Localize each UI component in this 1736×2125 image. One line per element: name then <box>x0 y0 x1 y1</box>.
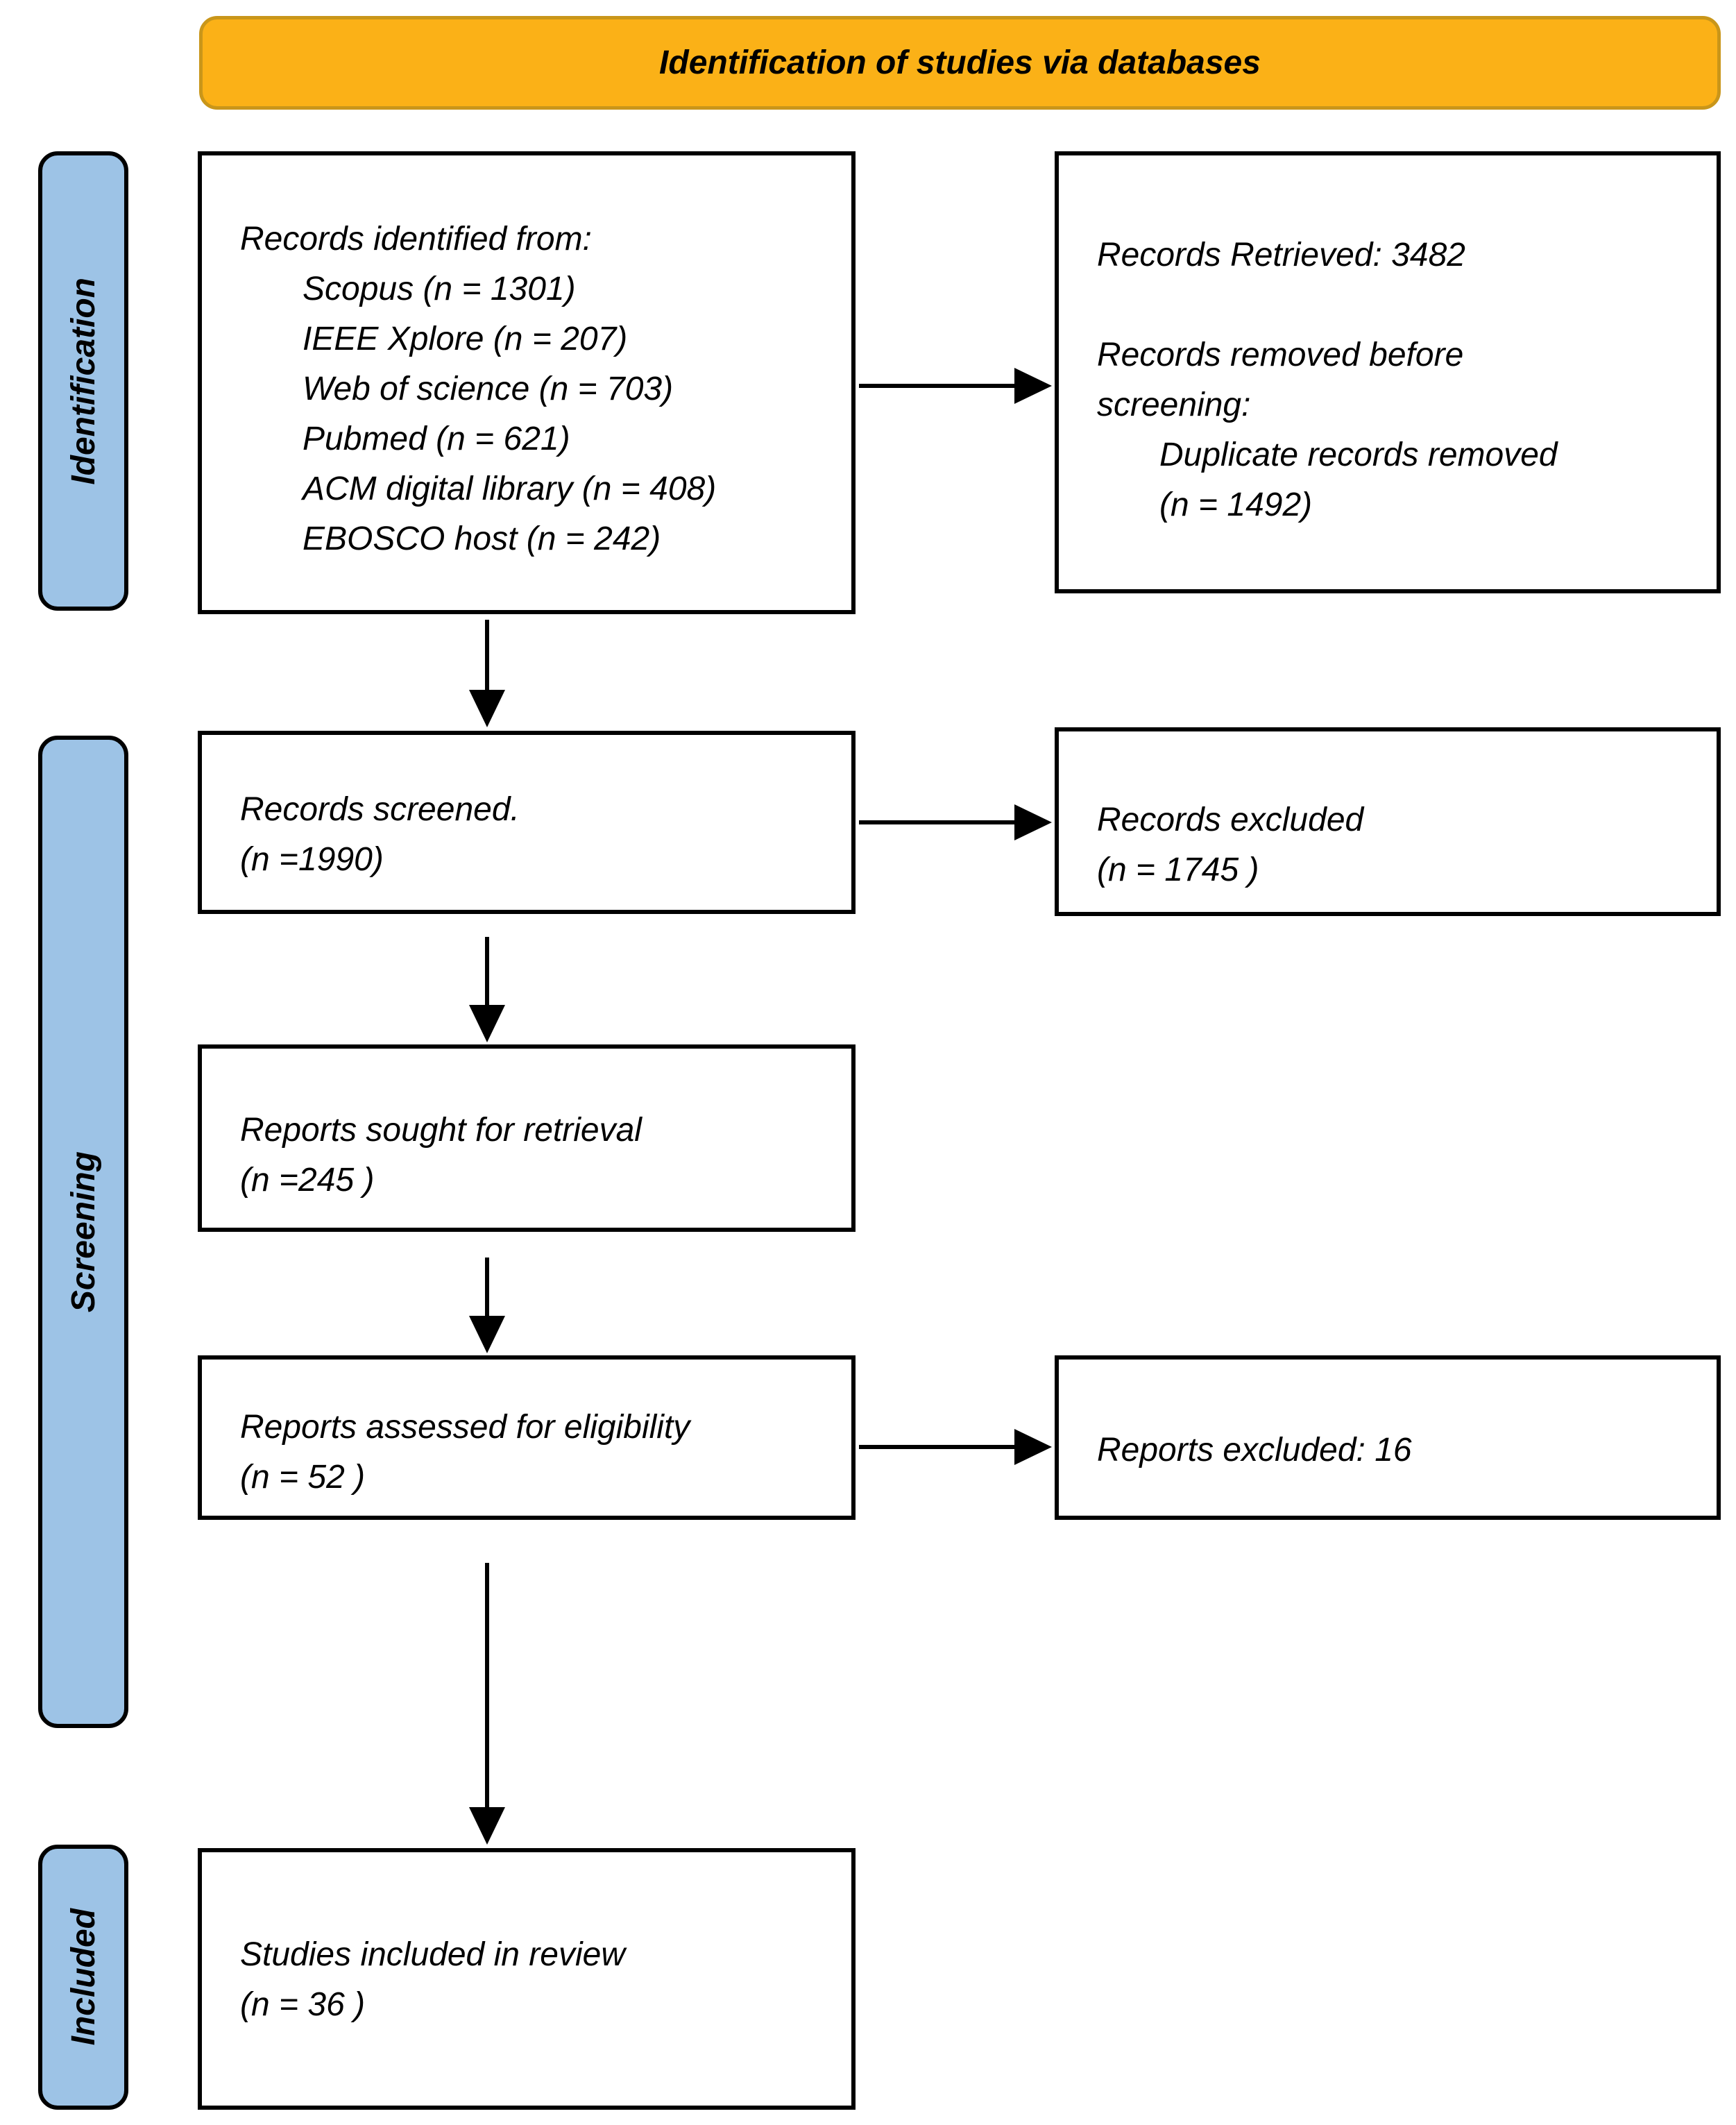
records-excluded-line1: Records excluded <box>1097 802 1364 838</box>
reports-assessed-line2: (n = 52 ) <box>240 1459 366 1496</box>
records-identified-item-ebosco: EBOSCO host (n = 242) <box>303 520 661 557</box>
box-reports-assessed: Reports assessed for eligibility (n = 52… <box>198 1355 856 1520</box>
box-records-retrieved: Records Retrieved: 3482 Records removed … <box>1055 151 1721 593</box>
records-retrieved-line: Records Retrieved: 3482 <box>1097 237 1465 273</box>
duplicate-records-removed-n: (n = 1492) <box>1159 486 1313 523</box>
reports-assessed-line1: Reports assessed for eligibility <box>240 1409 690 1446</box>
studies-included-line1: Studies included in review <box>240 1936 625 1973</box>
stage-label-included: Included <box>38 1845 128 2110</box>
duplicate-records-removed: Duplicate records removed <box>1159 437 1558 473</box>
stage-label-screening: Screening <box>38 736 128 1728</box>
stage-label-identification-text: Identification <box>65 277 102 485</box>
stage-label-screening-text: Screening <box>65 1151 102 1313</box>
records-screened-line1: Records screened. <box>240 791 520 828</box>
reports-sought-line1: Reports sought for retrieval <box>240 1112 642 1149</box>
arrow-sought-to-assessed-head <box>469 1316 505 1353</box>
stage-label-identification: Identification <box>38 151 128 611</box>
arrow-assessed-to-reports-excluded-head <box>1014 1429 1052 1465</box>
records-identified-item-acm: ACM digital library (n = 408) <box>303 471 717 507</box>
reports-excluded-line: Reports excluded: 16 <box>1097 1432 1412 1468</box>
reports-sought-line2: (n =245 ) <box>240 1162 375 1199</box>
arrow-identified-to-screened-head <box>469 690 505 727</box>
stage-label-included-text: Included <box>65 1908 102 2046</box>
banner: Identification of studies via databases <box>199 16 1721 110</box>
banner-title: Identification of studies via databases <box>659 44 1261 81</box>
records-identified-item-wos: Web of science (n = 703) <box>303 371 674 407</box>
box-records-excluded: Records excluded (n = 1745 ) <box>1055 727 1721 916</box>
records-identified-item-pubmed: Pubmed (n = 621) <box>303 421 570 457</box>
records-identified-intro: Records identified from: <box>240 221 592 257</box>
records-excluded-line2: (n = 1745 ) <box>1097 852 1259 888</box>
arrow-screened-to-sought-head <box>469 1005 505 1042</box>
arrow-assessed-to-included-head <box>469 1807 505 1845</box>
box-reports-excluded: Reports excluded: 16 <box>1055 1355 1721 1520</box>
box-reports-sought: Reports sought for retrieval (n =245 ) <box>198 1044 856 1232</box>
studies-included-line2: (n = 36 ) <box>240 1986 366 2023</box>
records-identified-item-ieee: IEEE Xplore (n = 207) <box>303 321 628 357</box>
box-studies-included: Studies included in review (n = 36 ) <box>198 1848 856 2110</box>
box-records-screened: Records screened. (n =1990) <box>198 731 856 914</box>
records-identified-item-scopus: Scopus (n = 1301) <box>303 271 576 307</box>
arrow-identified-to-retrieved-head <box>1014 368 1052 404</box>
records-removed-heading: Records removed before screening: <box>1097 337 1464 423</box>
box-records-identified: Records identified from: Scopus (n = 130… <box>198 151 856 614</box>
arrow-screened-to-excluded-head <box>1014 804 1052 840</box>
records-screened-line2: (n =1990) <box>240 841 384 878</box>
